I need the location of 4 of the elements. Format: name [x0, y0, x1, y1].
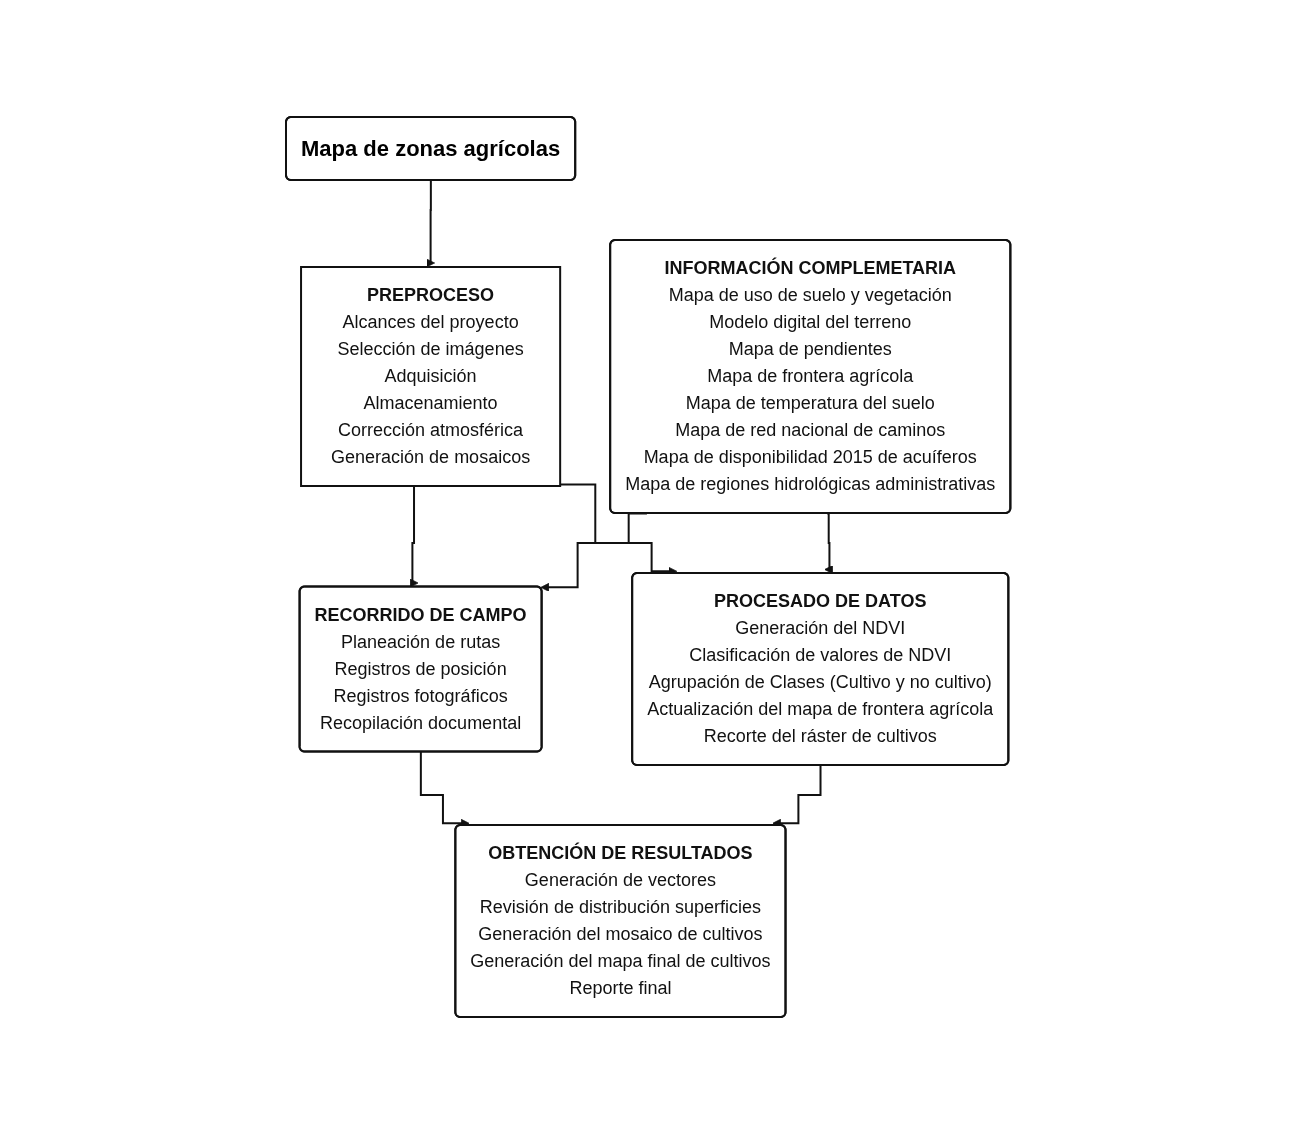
arrow	[824, 512, 833, 574]
arrow	[426, 179, 435, 268]
node-box: PREPROCESO Alcances del proyecto Selección de imágenes Adquisición Almacenamiento Corrección atmosférica Generación de mosaicos	[299, 266, 561, 487]
arrow	[409, 485, 419, 588]
